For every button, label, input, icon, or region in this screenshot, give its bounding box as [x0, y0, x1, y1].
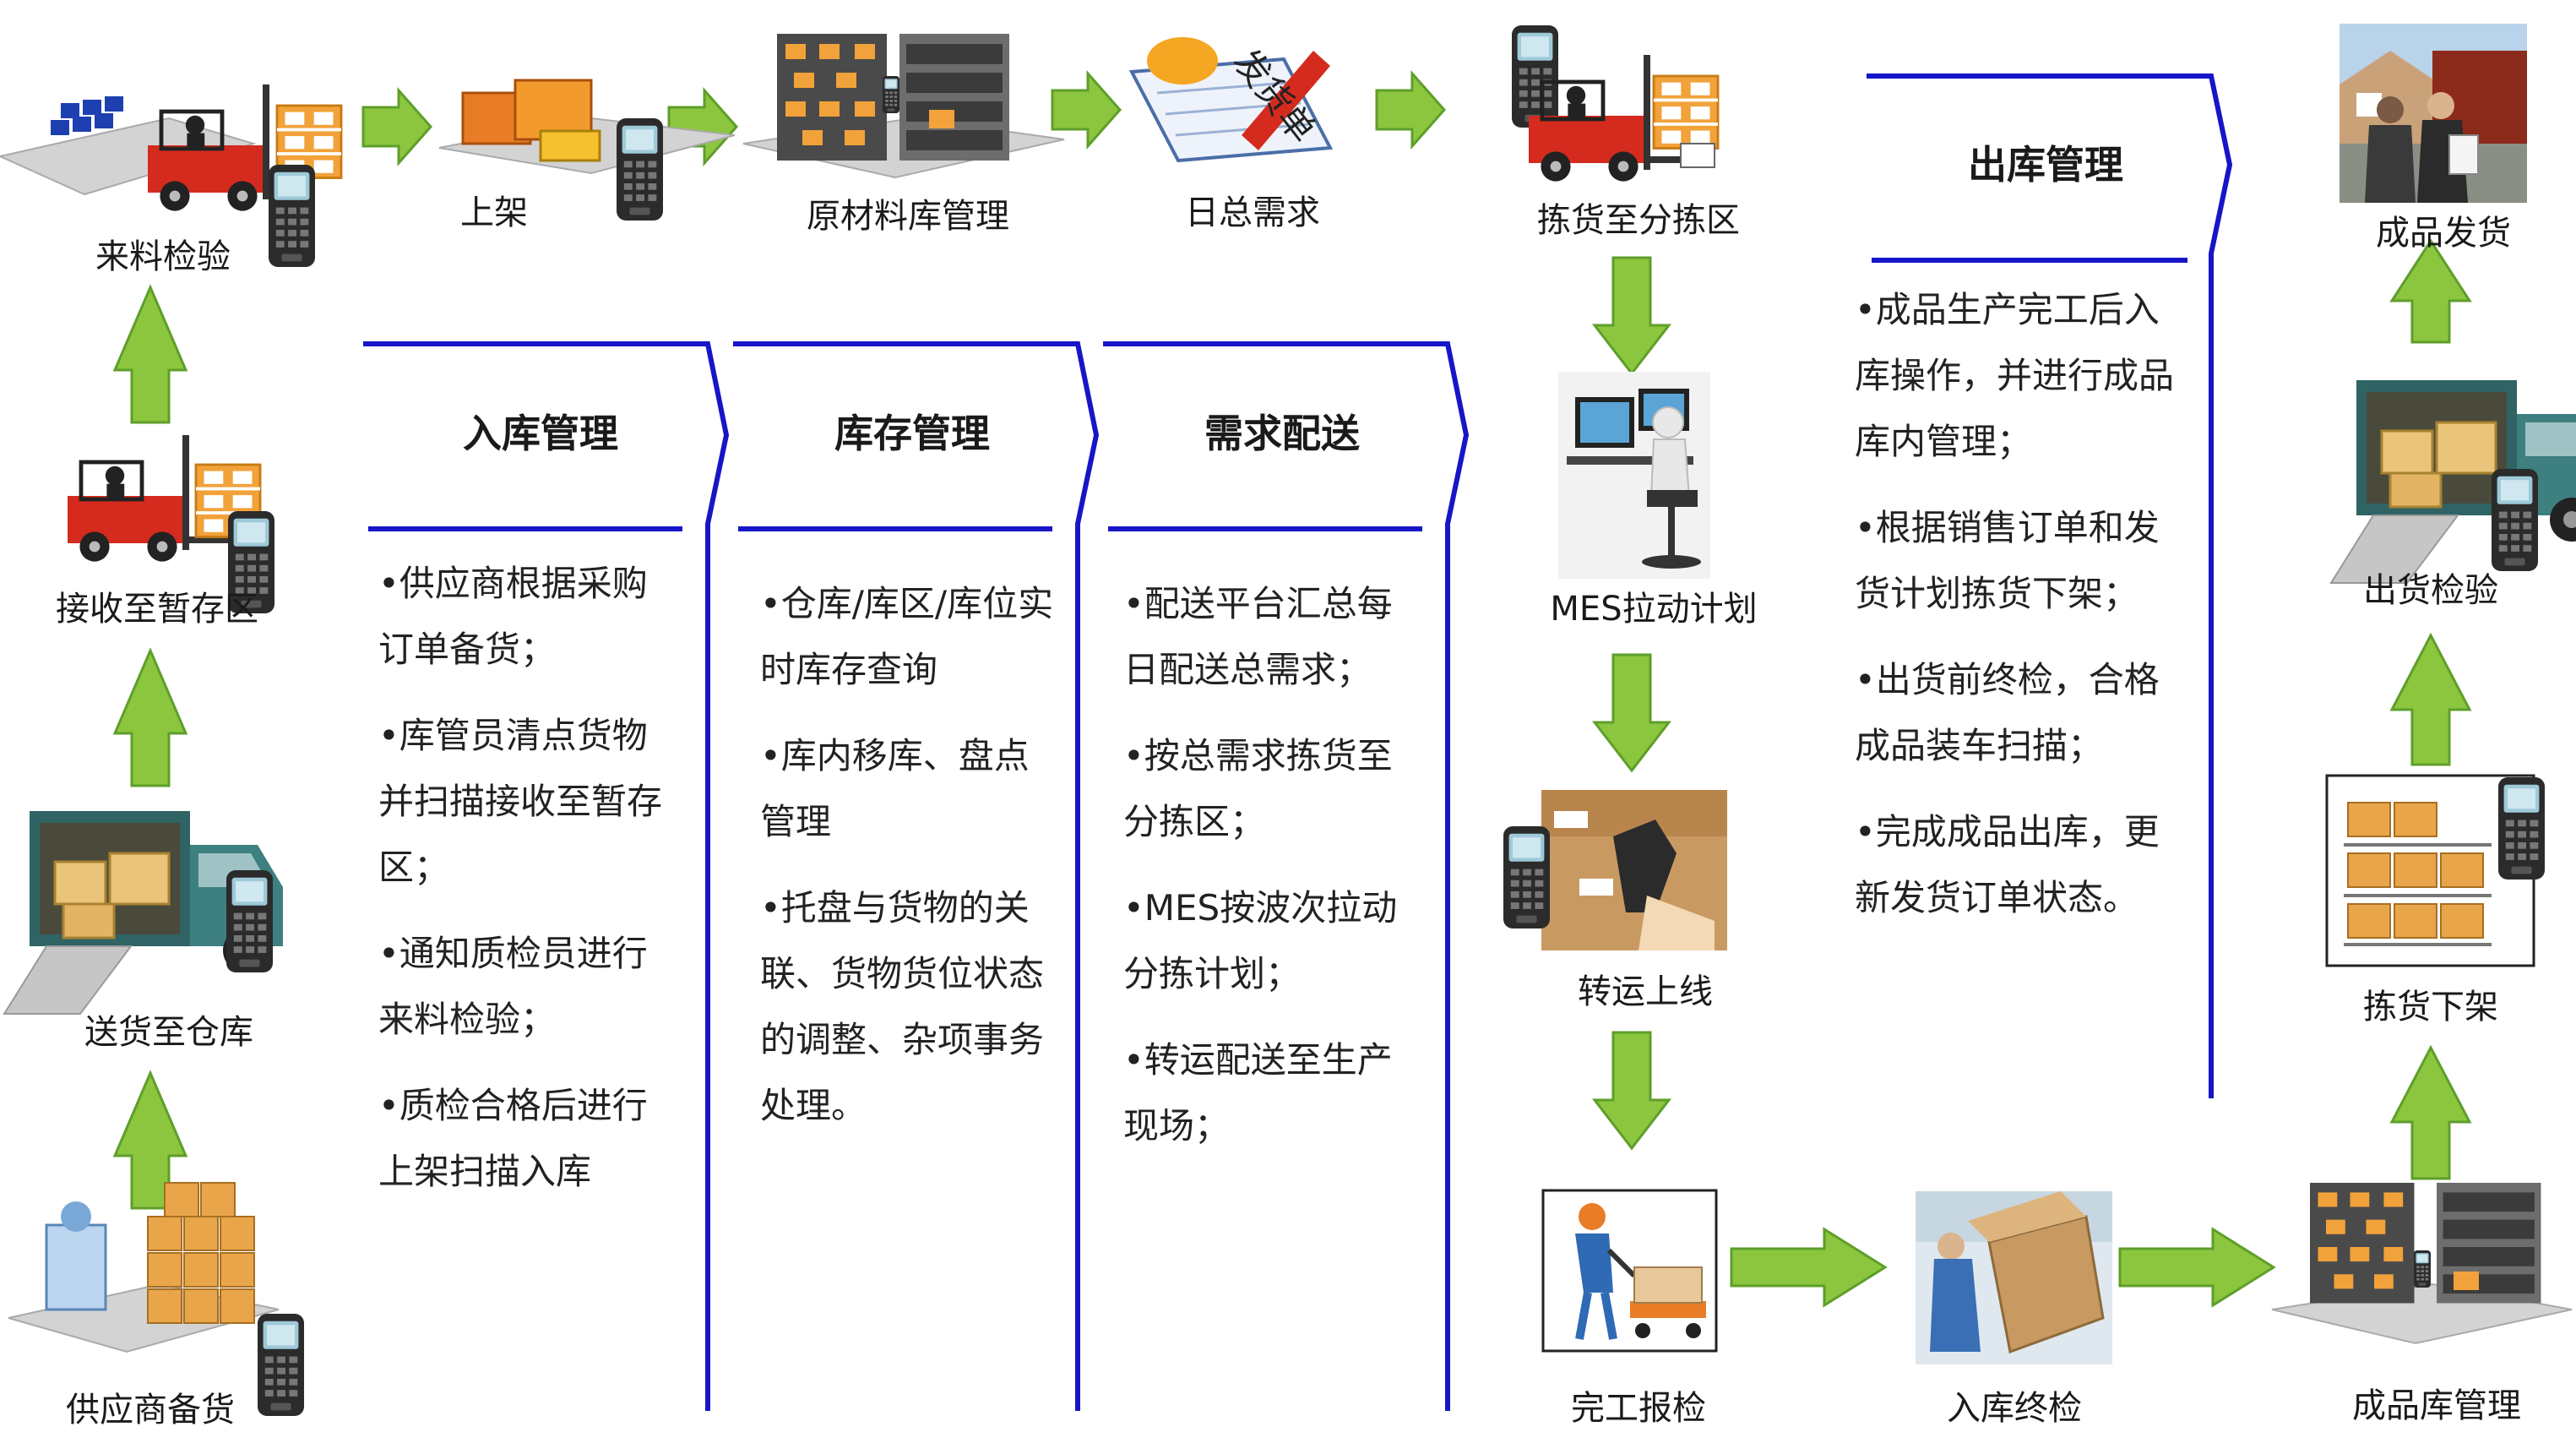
panel-inventory-frame [733, 341, 1100, 1411]
arrow-down [1591, 256, 1672, 376]
arrow-up [2389, 238, 2472, 344]
panel-outbound-item: •完成成品出库，更新发货订单状态。 [1855, 811, 2160, 918]
arrow-up [2389, 1044, 2472, 1180]
handshake-delivery-icon [2340, 24, 2527, 203]
node-receive-to-staging-label: 接收至暂存区 [56, 590, 258, 629]
panel-inbound-item: •质检合格后进行上架扫描入库 [378, 1085, 648, 1192]
node-picking-to-sorting-label: 拣货至分拣区 [1537, 201, 1740, 240]
finished-goods-warehouse-icon [2271, 1183, 2573, 1345]
panel-inbound-title: 入库管理 [463, 411, 618, 456]
shipping-inspection-icon [2329, 378, 2576, 585]
node-picking-unshelve-label: 拣货下架 [2363, 988, 2498, 1027]
node-shipping-inspection-label: 出货检验 [2363, 571, 2498, 610]
panel-inventory-title: 库存管理 [834, 411, 990, 456]
panel-delivery-item: •转运配送至生产现场； [1123, 1039, 1393, 1146]
node-completion-report-label: 完工报检 [1571, 1389, 1706, 1428]
panel-inbound-frame [363, 341, 730, 1411]
node-deliver-to-warehouse-label: 送货至仓库 [84, 1013, 253, 1052]
panel-outbound-item: •出货前终检，合格成品装车扫描； [1855, 659, 2160, 766]
panel-inventory-item: •库内移库、盘点管理 [760, 735, 1030, 842]
panel-outbound-item: •根据销售订单和发货计划拣货下架； [1855, 507, 2160, 614]
panel-delivery-item: •按总需求拣货至分拣区； [1123, 735, 1393, 842]
deliver-to-warehouse-icon [3, 809, 285, 1016]
supplier-stocking-icon [8, 1182, 304, 1416]
panel-inventory-item: •托盘与货物的关联、货物货位状态的调整、杂项事务处理。 [760, 887, 1045, 1126]
final-inbound-inspection-icon [1916, 1191, 2112, 1364]
picking-unshelve-icon [2325, 774, 2545, 967]
panel-inventory-item: •仓库/库区/库位实时库存查询 [760, 583, 1054, 690]
node-finished-shipping-label: 成品发货 [2376, 214, 2511, 253]
panel-delivery-title: 需求配送 [1204, 411, 1360, 456]
arrow-right [1730, 1227, 1888, 1308]
arrow-right [1051, 70, 1122, 150]
node-incoming-inspection-label: 来料检验 [95, 237, 231, 276]
arrow-right [361, 87, 433, 166]
node-shelving-label: 上架 [460, 193, 528, 232]
picking-to-sorting-icon [1512, 25, 1720, 182]
arrow-up [2389, 632, 2472, 766]
shelving-icon [438, 79, 736, 221]
panel-inbound-item: •供应商根据采购订单备货； [378, 563, 648, 670]
panel-outbound-frame [1867, 74, 2233, 1098]
arrow-right [2118, 1227, 2276, 1308]
node-daily-demand-label: 日总需求 [1185, 193, 1320, 232]
arrow-right [1375, 70, 1447, 150]
arrow-up [112, 647, 188, 787]
delivery-note-icon: 发货单 [1128, 37, 1334, 163]
panel-inventory-text: •仓库/库区/库位实时库存查询 •库内移库、盘点管理 •托盘与货物的关联、货物货… [760, 571, 1060, 1159]
panel-inbound-item: •库管员清点货物并扫描接收至暂存区； [378, 715, 663, 888]
panel-inbound-text: •供应商根据采购订单备货； •库管员清点货物并扫描接收至暂存区； •通知质检员进… [378, 551, 682, 1225]
receive-to-staging-icon [68, 435, 274, 613]
arrow-up [112, 284, 188, 424]
computer-workstation-icon [1558, 372, 1710, 579]
raw-material-warehouse-icon [742, 34, 1065, 179]
node-supplier-stocking-label: 供应商备货 [66, 1391, 235, 1429]
arrow-down [1591, 1031, 1672, 1151]
arrow-down [1591, 653, 1672, 773]
panel-frames [363, 74, 2233, 1411]
panel-outbound-title: 出库管理 [1968, 142, 2123, 188]
flow-arrows [112, 70, 2472, 1308]
node-raw-material-mgmt-label: 原材料库管理 [807, 197, 1009, 236]
panel-outbound-item: •成品生产完工后入库操作，并进行成品库内管理； [1855, 289, 2175, 462]
panel-inbound-item: •通知质检员进行来料检验； [378, 933, 648, 1040]
panel-outbound-text: •成品生产完工后入库操作，并进行成品库内管理； •根据销售订单和发货计划拣货下架… [1855, 277, 2176, 951]
panel-delivery-item: •配送平台汇总每日配送总需求； [1123, 583, 1393, 690]
worker-icon [1541, 1189, 1718, 1353]
node-mes-pull-plan-label: MES拉动计划 [1550, 590, 1758, 629]
node-final-inbound-inspection-label: 入库终检 [1947, 1389, 2082, 1428]
node-finished-goods-mgmt-label: 成品库管理 [2352, 1386, 2521, 1425]
node-transfer-online-label: 转运上线 [1578, 972, 1713, 1011]
panel-delivery-frame [1103, 341, 1470, 1411]
incoming-inspection-icon [0, 84, 343, 267]
transfer-online-icon [1503, 790, 1727, 950]
arrow-right [667, 87, 739, 166]
panel-delivery-text: •配送平台汇总每日配送总需求； •按总需求拣货至分拣区； •MES按波次拉动分拣… [1123, 571, 1427, 1179]
panel-delivery-item: •MES按波次拉动分拣计划； [1123, 887, 1398, 994]
